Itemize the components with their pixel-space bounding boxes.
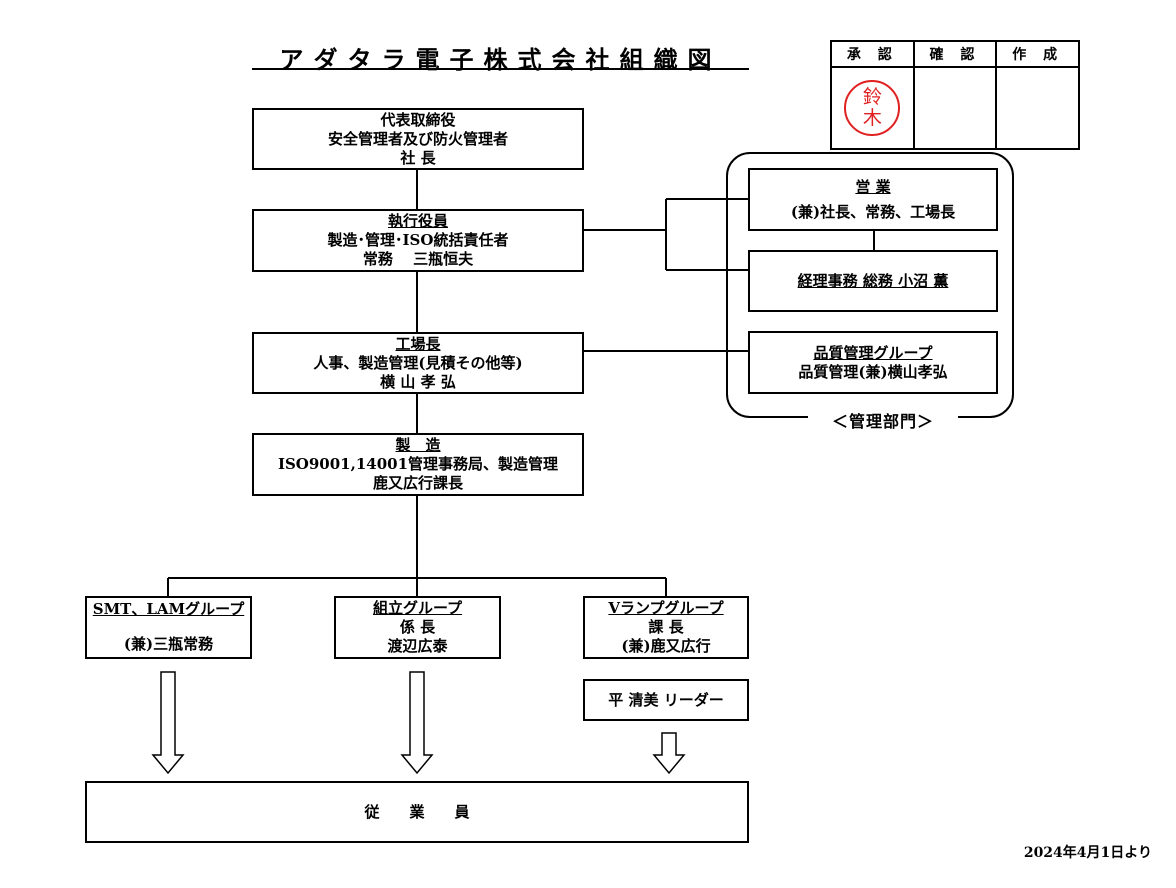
president-box: 代表取締役 安全管理者及び防火管理者 社 長 [252, 108, 584, 170]
leader-label: 平 清美 リーダー [608, 690, 724, 709]
assembly-heading: 組立グループ [372, 599, 463, 617]
approval-cell-create [995, 66, 1080, 150]
executive-box: 執行役員 製造･管理･ISO統括責任者 常務 三瓶恒夫 [252, 209, 584, 272]
assembly-group-box: 組立グループ 係 長 渡辺広泰 [334, 596, 501, 659]
suzuki-seal-stamp: 鈴 木 [844, 80, 901, 136]
arrow-smt-employees [151, 671, 185, 775]
vlamp-name: (兼)鹿又広行 [621, 637, 711, 655]
approval-cell-confirm [912, 66, 998, 150]
employees-label: 従 業 員 [364, 802, 470, 821]
president-role: 安全管理者及び防火管理者 [327, 129, 508, 148]
smt-heading: SMT、LAMグループ [92, 600, 245, 618]
factory-name: 横 山 孝 弘 [380, 372, 456, 391]
approval-cell-approve: 鈴 木 [830, 66, 915, 150]
sales-heading: 営 業 [855, 177, 891, 196]
approval-header-approve: 承 認 [830, 40, 915, 68]
title-underline [252, 68, 749, 70]
executive-name: 常務 三瓶恒夫 [362, 250, 474, 268]
president-title: 代表取締役 [380, 110, 456, 129]
seal-char-1: 鈴 [862, 86, 882, 108]
manufacturing-box: 製 造 ISO9001,14001管理事務局、製造管理 鹿又広行課長 [252, 433, 584, 496]
seal-char-2: 木 [862, 107, 882, 129]
assembly-name: 渡辺広泰 [387, 637, 448, 655]
smt-leader: (兼)三瓶常務 [123, 635, 214, 653]
accounting-box: 経理事務 総務 小沼 薫 [748, 250, 998, 312]
smt-group-box: SMT、LAMグループ (兼)三瓶常務 [85, 596, 252, 659]
leader-box: 平 清美 リーダー [583, 679, 749, 721]
arrow-vlamp-employees [652, 732, 686, 775]
executive-heading: 執行役員 [387, 212, 448, 230]
manufacturing-heading: 製 造 [395, 436, 441, 454]
factory-heading: 工場長 [395, 334, 441, 353]
manufacturing-name: 鹿又広行課長 [372, 474, 463, 492]
vlamp-group-box: Vランプグループ 課 長 (兼)鹿又広行 [583, 596, 749, 659]
arrow-assembly-employees [400, 671, 434, 775]
quality-heading: 品質管理グループ [813, 343, 933, 362]
manufacturing-role: ISO9001,14001管理事務局、製造管理 [277, 455, 559, 473]
sales-box: 営 業 (兼)社長、常務、工場長 [748, 168, 998, 231]
approval-header-confirm: 確 認 [912, 40, 998, 68]
executive-role: 製造･管理･ISO統括責任者 [327, 231, 509, 249]
assembly-position: 係 長 [399, 618, 436, 636]
management-dept-label: ＜管理部門＞ [808, 410, 958, 434]
vlamp-position: 課 長 [648, 618, 684, 636]
vlamp-heading: Vランプグループ [608, 599, 724, 617]
quality-box: 品質管理グループ 品質管理(兼)横山孝弘 [748, 331, 998, 394]
approval-header-create: 作 成 [995, 40, 1080, 68]
approval-table: 承 認 確 認 作 成 鈴 木 [830, 40, 1080, 150]
sales-role: (兼)社長、常務、工場長 [790, 202, 956, 221]
employees-box: 従 業 員 [85, 781, 749, 843]
factory-manager-box: 工場長 人事、製造管理(見積その他等) 横 山 孝 弘 [252, 332, 584, 394]
quality-role: 品質管理(兼)横山孝弘 [798, 362, 948, 381]
effective-date: 2024年4月1日より [1023, 845, 1152, 861]
factory-role: 人事、製造管理(見積その他等) [313, 353, 523, 372]
accounting-heading: 経理事務 総務 小沼 薫 [797, 271, 949, 290]
president-position: 社 長 [400, 148, 436, 167]
